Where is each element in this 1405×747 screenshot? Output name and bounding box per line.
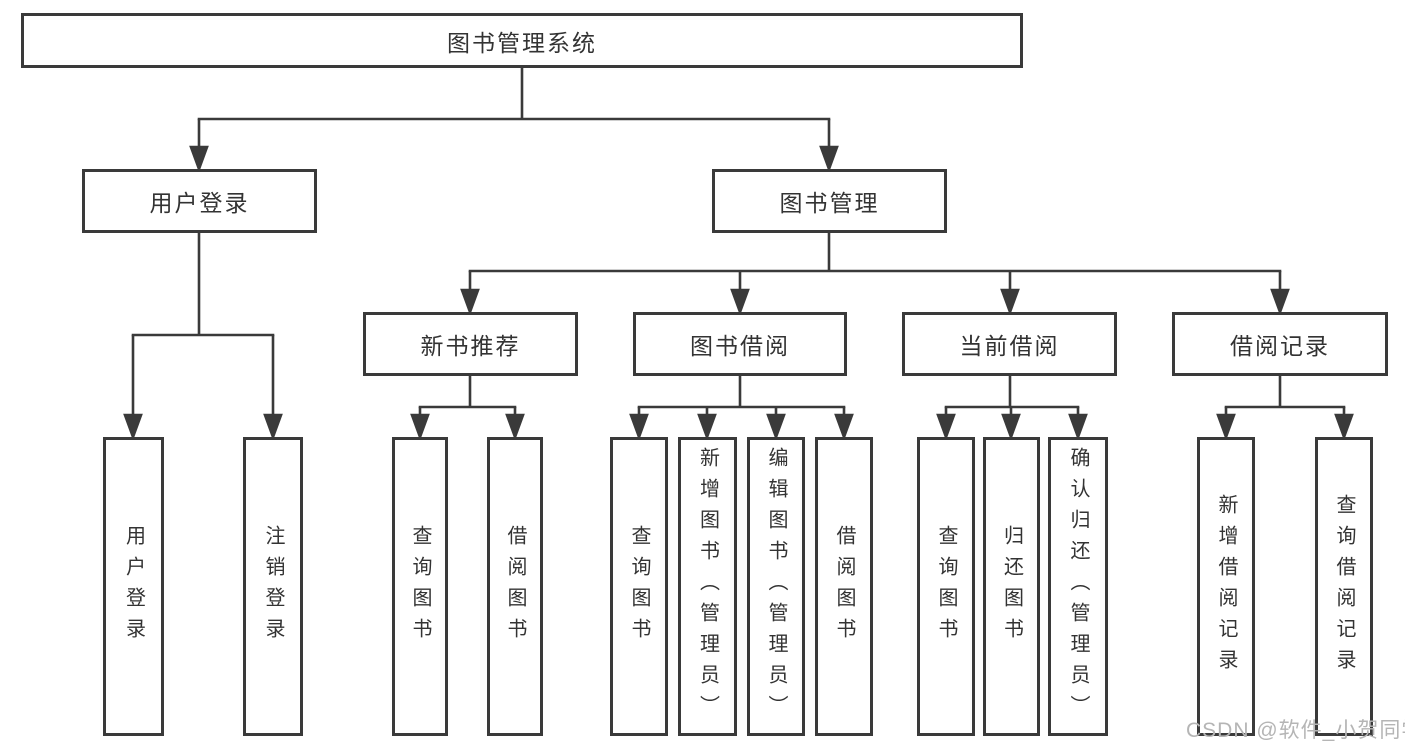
leaf-borrowing-borrow-books-label: 借阅图书 xyxy=(833,524,855,649)
leaf-logout-label: 注销登录 xyxy=(262,524,284,649)
leaf-current-return-books-label: 归还图书 xyxy=(1000,524,1023,649)
node-new-book-recommend: 新书推荐 xyxy=(363,312,578,376)
leaf-borrowing-add-books-admin-label: 新增图书（管理员） xyxy=(696,447,719,726)
leaf-borrowing-edit-books-admin-label: 编辑图书（管理员） xyxy=(765,447,787,726)
node-book-management: 图书管理 xyxy=(712,169,947,233)
node-borrowing-records: 借阅记录 xyxy=(1172,312,1388,376)
leaf-borrowing-add-books-admin: 新增图书（管理员） xyxy=(678,437,737,736)
leaf-user-login-label: 用户登录 xyxy=(122,524,145,649)
node-root: 图书管理系统 xyxy=(21,13,1023,68)
leaf-current-confirm-return-admin: 确认归还（管理员） xyxy=(1048,437,1108,736)
node-current-borrowing: 当前借阅 xyxy=(902,312,1117,376)
leaf-borrowing-edit-books-admin: 编辑图书（管理员） xyxy=(747,437,805,736)
leaf-current-query-books: 查询图书 xyxy=(917,437,975,736)
leaf-newbook-query-books-label: 查询图书 xyxy=(409,524,431,649)
leaf-borrowing-query-books-label: 查询图书 xyxy=(628,524,650,649)
leaf-records-add-record-label: 新增借阅记录 xyxy=(1215,493,1237,680)
leaf-current-query-books-label: 查询图书 xyxy=(935,524,957,649)
leaf-current-confirm-return-admin-label: 确认归还（管理员） xyxy=(1067,447,1089,726)
leaf-borrowing-query-books: 查询图书 xyxy=(610,437,668,736)
node-book-borrowing: 图书借阅 xyxy=(633,312,847,376)
leaf-current-return-books: 归还图书 xyxy=(983,437,1040,736)
leaf-records-query-record-label: 查询借阅记录 xyxy=(1333,493,1355,680)
leaf-newbook-borrow-books: 借阅图书 xyxy=(487,437,543,736)
leaf-user-login: 用户登录 xyxy=(103,437,164,736)
csdn-watermark: CSDN @软件_小贺同学 xyxy=(1186,719,1405,742)
leaf-newbook-query-books: 查询图书 xyxy=(392,437,448,736)
leaf-records-add-record: 新增借阅记录 xyxy=(1197,437,1255,736)
leaf-newbook-borrow-books-label: 借阅图书 xyxy=(504,524,526,649)
node-user-login: 用户登录 xyxy=(82,169,317,233)
leaf-logout: 注销登录 xyxy=(243,437,303,736)
leaf-borrowing-borrow-books: 借阅图书 xyxy=(815,437,873,736)
leaf-records-query-record: 查询借阅记录 xyxy=(1315,437,1373,736)
